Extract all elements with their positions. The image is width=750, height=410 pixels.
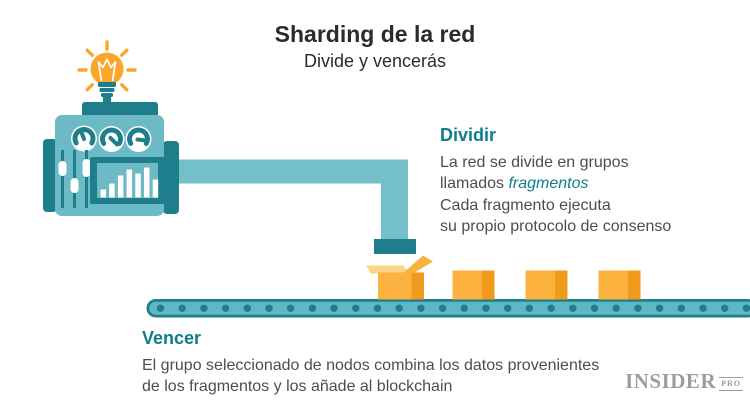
box-icon-3 [598, 270, 641, 300]
bulb-rays [77, 40, 137, 92]
machine-cap [82, 102, 158, 117]
dividir-line-2: llamados fragmentos [440, 173, 671, 194]
logo-brand-text: INSIDER [625, 369, 717, 393]
machine-arm-left [43, 139, 57, 212]
lightbulb-icon [77, 40, 137, 104]
box-open-icon [366, 255, 433, 300]
gauge-icon-2 [98, 126, 125, 152]
machine-arm-right [163, 141, 179, 214]
slider-icon-3 [82, 150, 91, 208]
dividir-line-2-prefix: llamados [440, 175, 509, 193]
brand-logo: INSIDER PRO [625, 371, 743, 392]
barchart-display [90, 157, 165, 204]
box-icon-1 [452, 270, 495, 300]
slider-icon-1 [58, 150, 67, 208]
section-vencer: Vencer El grupo seleccionado de nodos co… [142, 329, 599, 398]
pipe [177, 159, 416, 254]
dividir-heading: Dividir [440, 125, 497, 145]
section-dividir: Dividir La red se divide en grupos llama… [440, 126, 671, 237]
page-subtitle: Divide y vencerás [303, 51, 447, 72]
belt-dots [156, 304, 750, 312]
vencer-heading: Vencer [142, 328, 202, 348]
dividir-line-2-highlight: fragmentos [508, 175, 589, 193]
dividir-line-3: Cada fragmento ejecuta [440, 196, 611, 214]
header: Sharding de la red Divide y vencerás [0, 21, 750, 72]
logo-pro-badge: PRO [719, 377, 743, 391]
idea-machine [43, 40, 179, 216]
page-title: Sharding de la red [274, 21, 476, 47]
vencer-line-2: de los fragmentos y los añade al blockch… [142, 378, 453, 396]
gauge-icon-1 [71, 125, 97, 152]
gauge-icon-3 [125, 126, 152, 152]
vencer-line-1: El grupo seleccionado de nodos combina l… [142, 357, 600, 374]
conveyor-belt-icon [146, 299, 750, 318]
nozzle [374, 239, 416, 254]
dividir-line-1: La red se divide en grupos [440, 154, 629, 171]
dividir-line-4: su propio protocolo de consenso [440, 217, 672, 235]
box-icon-2 [525, 270, 568, 300]
slider-icon-2 [70, 150, 79, 208]
